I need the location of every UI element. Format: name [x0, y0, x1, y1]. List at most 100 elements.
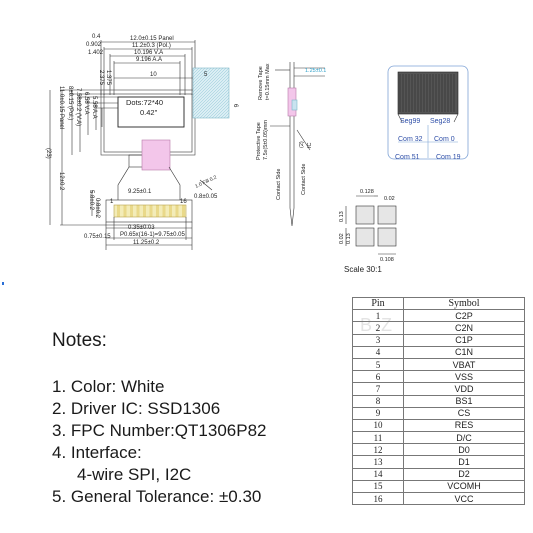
- pin-symbol: D0: [403, 443, 525, 457]
- contact-side-label-2: Contact Side: [301, 164, 307, 196]
- front-view: [49, 40, 230, 250]
- dim-0-75: 0.75±0.15: [84, 234, 111, 240]
- pin-number: 2: [352, 321, 404, 335]
- dim-fpc-9-25: 9.25±0.1: [128, 189, 152, 195]
- pin-symbol: C1P: [403, 333, 525, 347]
- pin-number: 12: [352, 443, 404, 457]
- dim-0-902: 0.902: [86, 42, 102, 48]
- dim-2-375: 2.375: [98, 70, 104, 86]
- pin-symbol: VCOMH: [403, 479, 525, 494]
- pin-number: 1: [352, 309, 404, 323]
- seg-com-diagram: [387, 65, 469, 160]
- dim-total-23: (23): [45, 148, 51, 159]
- side-view: [270, 62, 325, 227]
- pin-symbol: VCC: [403, 491, 525, 506]
- notes-section: Notes: 1. Color: White 2. Driver IC: SSD…: [52, 330, 342, 508]
- dim-5: 5: [204, 72, 208, 78]
- pin-symbol: BS1: [403, 394, 525, 408]
- pix-0-13-a: 0.13: [339, 211, 345, 222]
- pin1-label: 1: [110, 199, 114, 205]
- note-item-color: 1. Color: White: [52, 377, 165, 396]
- protect-tape-label: Protective Tape: [256, 122, 262, 160]
- pin-number: 15: [352, 479, 404, 494]
- pin-number: 5: [352, 357, 404, 372]
- pin-symbol: RES: [403, 418, 525, 433]
- dim-va-width: 10.196 V.A: [134, 50, 163, 56]
- window-size: 0.42": [140, 108, 158, 117]
- dim-va-height: 7.58±0.2 (V.A): [75, 88, 81, 126]
- dim-pad-0-35: 0.35±0.03: [128, 225, 155, 231]
- remove-tape-label: Remove Tape: [258, 66, 264, 100]
- dim-0-4: 0.4: [92, 34, 101, 40]
- pin-number: 14: [352, 467, 404, 481]
- pin-symbol: C1N: [403, 345, 525, 359]
- pin-table-header: Pin Symbol: [352, 296, 525, 311]
- dim-0-8: 0.8±0.2: [94, 198, 100, 219]
- pix-0-128: 0.128: [360, 189, 374, 195]
- pin-number: 3: [352, 333, 404, 347]
- pin-number: 16: [352, 491, 404, 506]
- dim-r-6: 6: [232, 104, 238, 108]
- note-item-tolerance: 5. General Tolerance: ±0.30: [52, 487, 262, 506]
- pix-0-02-b: 0.02: [339, 233, 345, 244]
- dim-t-label: (2): [299, 141, 305, 148]
- pin-symbol: C2P: [403, 309, 525, 323]
- pin-number: 7: [352, 382, 404, 396]
- dim-10: 10: [150, 72, 157, 78]
- dim-fpc-0-8: 0.8±0.05: [194, 194, 218, 200]
- seg99-label: Seg99: [400, 118, 420, 125]
- scale-label: Scale 30:1: [344, 265, 382, 274]
- pin-number: 9: [352, 406, 404, 420]
- dim-1-402: 1.402: [88, 50, 104, 56]
- pin-symbol: CS: [403, 406, 525, 420]
- dim-panel-height: 11.0±0.15 Panel: [58, 86, 64, 129]
- pix-0-02: 0.02: [384, 196, 395, 202]
- pin-number: 4: [352, 345, 404, 359]
- notes-title: Notes:: [52, 330, 107, 351]
- dim-fpc-r: 1.0 Fill 0.2: [194, 175, 218, 190]
- mechanical-drawing: 12.0±0.15 Panel 11.2±0.3 (Pol.) 10.196 V…: [2, 34, 469, 285]
- pin-header: Pin: [352, 296, 404, 311]
- note-item-fpc: 3. FPC Number:QT1306P82: [52, 421, 267, 440]
- dim-aa-height: 5.58 A.A: [91, 96, 97, 119]
- dim-fpc-width: 11.25±0.2: [133, 240, 160, 246]
- pin-number: 11: [352, 431, 404, 445]
- dim-total-12: 12±0.2: [58, 172, 64, 191]
- pin-symbol: VSS: [403, 370, 525, 384]
- contact-side-label-1: Contact Side: [276, 169, 282, 201]
- note-item-driver: 2. Driver IC: SSD1306: [52, 399, 221, 418]
- com0-label: Com 0: [434, 136, 455, 143]
- dim-pitch: P0.65x(16-1)=9.75±0.05: [120, 232, 186, 238]
- pin-symbol: C2N: [403, 321, 525, 335]
- pin-symbol: VDD: [403, 382, 525, 396]
- seg28-label: Seg28: [430, 118, 450, 125]
- com51-label: Com 51: [395, 154, 420, 161]
- window-dots: Dots:72*40: [126, 98, 163, 107]
- dim-1-25: 1.25±0.1: [305, 68, 326, 74]
- pin16-label: 16: [180, 199, 187, 205]
- com19-label: Com 19: [436, 154, 461, 161]
- dim-pol-height: 8±0.15 (Pol.): [67, 86, 73, 120]
- dim-5-8: 5.8±0.2: [88, 190, 94, 211]
- pix-0-13-b: 0.13: [346, 233, 352, 244]
- symbol-header: Symbol: [403, 296, 525, 311]
- tape-size-label: 7.5x(5±0.05)mm: [263, 120, 269, 160]
- ic-label: IC: [307, 142, 313, 148]
- pin-symbol: D/C: [403, 431, 525, 445]
- pixel-detail: [345, 195, 397, 255]
